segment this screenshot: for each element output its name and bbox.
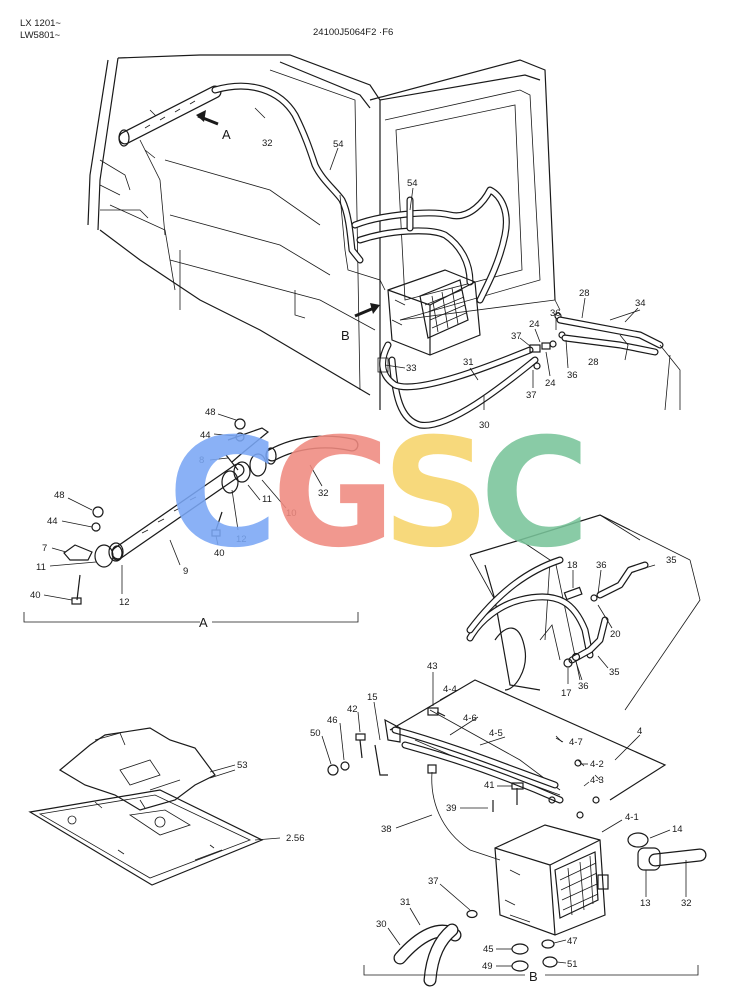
part-label: 36 (596, 560, 607, 571)
model-code-1: LX 1201~ (20, 18, 61, 29)
part-label: 37 (428, 876, 439, 887)
part-label: 24 (529, 319, 540, 330)
part-label: 51 (567, 959, 578, 970)
part-label: 48 (54, 490, 65, 501)
detail-b-label: B (529, 969, 538, 984)
part-label: 44 (200, 430, 211, 441)
part-label: 35 (609, 667, 620, 678)
detail-b-assembly: B (327, 514, 707, 987)
part-label: 36 (550, 308, 561, 319)
detail-a-assembly: A (23, 418, 359, 630)
watermark-letter: G (272, 407, 395, 581)
part-label: 50 (310, 728, 321, 739)
part-label: 28 (588, 357, 599, 368)
part-label: 20 (610, 629, 621, 640)
view-b-arrow-label: B (341, 328, 350, 343)
floor-plate-assembly (28, 727, 281, 886)
part-label: 30 (479, 420, 490, 431)
part-label: 31 (400, 897, 411, 908)
part-label: 4-2 (590, 759, 604, 770)
model-code-2: LW5801~ (20, 30, 61, 41)
part-label: 17 (561, 688, 572, 699)
part-label: 47 (567, 936, 578, 947)
part-label: 9 (183, 566, 188, 577)
part-label: 28 (579, 288, 590, 299)
part-label: 35 (666, 555, 677, 566)
part-label: 4-4 (443, 684, 457, 695)
detail-a-label: A (199, 615, 208, 630)
watermark-letter: S (382, 407, 490, 581)
part-label: 30 (376, 919, 387, 930)
part-label: 33 (406, 363, 417, 374)
part-label: 37 (511, 331, 522, 342)
cab-assembly: A B (87, 54, 681, 429)
part-label: 53 (237, 760, 248, 771)
part-label: 2.56 (286, 833, 305, 844)
part-label: 4-6 (463, 713, 477, 724)
part-label: 18 (567, 560, 578, 571)
part-label: 40 (214, 548, 225, 559)
part-label: 45 (483, 944, 494, 955)
view-a-arrow-label: A (222, 127, 231, 142)
part-label: 46 (327, 715, 338, 726)
part-label: 14 (672, 824, 683, 835)
part-label: 39 (446, 803, 457, 814)
part-label: 48 (205, 407, 216, 418)
part-label: 15 (367, 692, 378, 703)
part-label: 11 (262, 494, 272, 505)
part-label: 36 (578, 681, 589, 692)
part-label: 8 (199, 455, 204, 466)
part-label: 32 (681, 898, 692, 909)
part-label: 37 (526, 390, 537, 401)
part-label: 7 (42, 543, 47, 554)
part-label: 12 (236, 534, 247, 545)
part-label: 49 (482, 961, 493, 972)
part-label: 10 (286, 508, 297, 519)
part-label: 12 (119, 597, 130, 608)
part-label: 38 (381, 824, 392, 835)
part-number-labels: 32 54 54 28 34 36 24 37 36 28 24 37 31 3… (30, 107, 692, 972)
part-label: 13 (640, 898, 651, 909)
part-label: 34 (635, 298, 646, 309)
part-label: 36 (567, 370, 578, 381)
watermark-letter: C (480, 407, 590, 581)
part-label: 24 (545, 378, 556, 389)
part-label: 42 (347, 704, 358, 715)
watermark: C G S C (168, 407, 590, 581)
part-label: 41 (484, 780, 495, 791)
part-label: 4-1 (625, 812, 639, 823)
part-label: 4 (637, 726, 642, 737)
part-label: 32 (262, 138, 273, 149)
part-label: 32 (318, 488, 329, 499)
part-label: 31 (463, 357, 474, 368)
watermark-letter: C (168, 407, 278, 581)
part-label: 4-5 (489, 728, 503, 739)
part-label: 54 (333, 139, 344, 150)
part-label: 54 (407, 178, 418, 189)
part-label: 11 (36, 562, 46, 573)
part-label: 4-7 (569, 737, 583, 748)
drawing-number: 24100J5064F2 ·F6 (313, 27, 393, 38)
part-label: 40 (30, 590, 41, 601)
part-label: 43 (427, 661, 438, 672)
part-label: 4-3 (590, 775, 604, 786)
part-label: 44 (47, 516, 58, 527)
